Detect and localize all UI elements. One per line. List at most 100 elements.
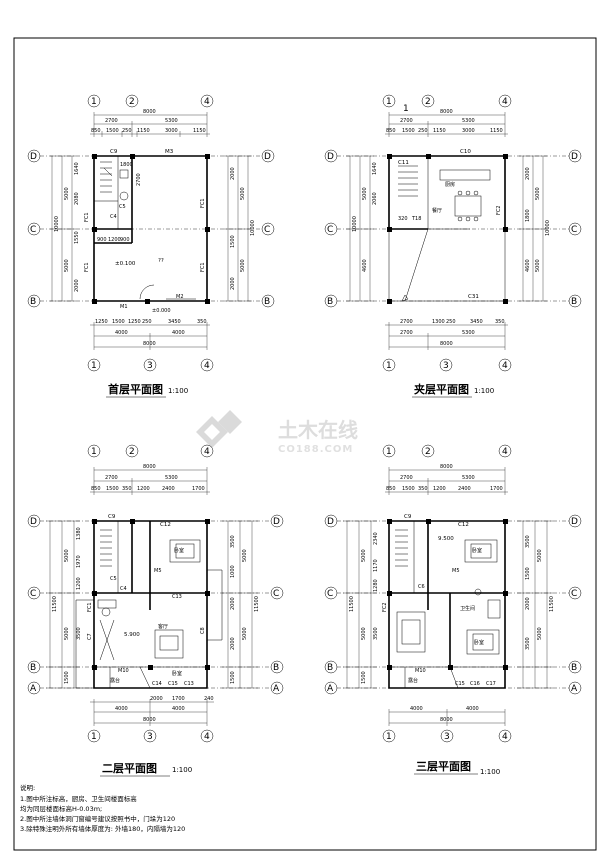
svg-text:1500: 1500 [402, 486, 415, 492]
svg-text:±0.100: ±0.100 [115, 261, 136, 267]
axis-bubbles-sides: D C B D C B [324, 149, 582, 308]
svg-text:D: D [571, 152, 578, 162]
svg-text:2700: 2700 [105, 118, 118, 124]
svg-text:B: B [571, 297, 577, 307]
svg-text:5300: 5300 [165, 118, 178, 124]
svg-text:C7: C7 [87, 633, 93, 640]
svg-text:±0.000: ±0.000 [152, 308, 171, 314]
svg-text:B: B [30, 297, 36, 307]
svg-text:C: C [264, 225, 270, 235]
svg-text:FC2: FC2 [496, 205, 502, 215]
watermark-url: CO188.COM [278, 444, 353, 455]
notes-heading: 说明: [20, 783, 35, 792]
svg-text:C9: C9 [108, 514, 116, 520]
svg-text:C8: C8 [200, 627, 206, 634]
design-notes: 说明: 1.图中所注标高，厨房、卫生间楼面标高 均为同层楼面标高H-0.03m;… [20, 783, 185, 833]
axis-bubbles-top: 1 2 4 [382, 444, 512, 458]
svg-text:8000: 8000 [143, 464, 156, 470]
svg-text:D: D [327, 517, 334, 527]
svg-text:B: B [571, 663, 577, 673]
plan-scale: 1:100 [474, 387, 494, 395]
svg-text:5000: 5000 [64, 259, 70, 272]
svg-text:5000: 5000 [64, 549, 70, 562]
svg-text:B: B [327, 297, 333, 307]
svg-text:1280: 1280 [373, 579, 379, 592]
svg-text:4000: 4000 [115, 706, 128, 712]
svg-text:10000: 10000 [54, 216, 60, 232]
svg-text:1800: 1800 [525, 209, 531, 222]
svg-text:850: 850 [386, 128, 396, 134]
walls [75, 519, 223, 689]
svg-text:5000: 5000 [242, 627, 248, 640]
svg-text:2000: 2000 [230, 277, 236, 290]
svg-text:2700: 2700 [400, 330, 413, 336]
svg-text:1150: 1150 [433, 128, 446, 134]
svg-text:2000: 2000 [150, 696, 163, 702]
plan-third-floor: 1 2 4 8000 2700 5300 850 1500 350 1200 2… [324, 444, 582, 776]
svg-text:1: 1 [386, 361, 392, 371]
svg-text:850: 850 [386, 486, 396, 492]
svg-text:1970: 1970 [76, 555, 82, 568]
svg-text:5000: 5000 [242, 549, 248, 562]
svg-text:1: 1 [91, 732, 97, 742]
svg-text:8000: 8000 [440, 341, 453, 347]
plan-ground-floor: 1 2 4 8000 2700 5300 850 1500 250 1150 3… [27, 94, 275, 398]
plan-title: 夹层平面图 [414, 382, 469, 396]
svg-text:厨房: 厨房 [445, 181, 455, 188]
svg-text:卧室: 卧室 [474, 639, 484, 646]
svg-text:C: C [327, 589, 333, 599]
svg-text:2700: 2700 [400, 118, 413, 124]
room-labels: C10 C11 厨房 餐厅 320 T18 FC2 C31 [398, 149, 502, 300]
svg-text:C: C [30, 589, 36, 599]
svg-text:2700: 2700 [105, 475, 118, 481]
plan-scale: 1:100 [480, 768, 500, 776]
watermark-brand: 土木在线 [278, 418, 358, 442]
svg-text:2700: 2700 [136, 173, 142, 186]
svg-text:C12: C12 [458, 522, 469, 528]
walls [92, 154, 210, 304]
svg-text:3: 3 [443, 361, 449, 371]
svg-text:A: A [273, 684, 280, 694]
svg-text:A: A [571, 684, 578, 694]
svg-text:250: 250 [446, 319, 456, 325]
svg-text:FC2: FC2 [382, 602, 388, 612]
svg-text:B: B [30, 663, 36, 673]
svg-text:1640: 1640 [74, 162, 80, 175]
svg-text:5.900: 5.900 [124, 632, 140, 638]
svg-text:5000: 5000 [537, 549, 543, 562]
svg-text:2000: 2000 [74, 279, 80, 292]
svg-text:5300: 5300 [165, 475, 178, 481]
svg-text:1500: 1500 [230, 671, 236, 684]
axis-bubbles-top: 1 2 4 [87, 94, 214, 108]
svg-text:客厅: 客厅 [158, 623, 168, 630]
svg-text:8000: 8000 [143, 717, 156, 723]
dims-bottom: 2700 1300 250 3450 350 2700 5300 8000 1 … [382, 319, 512, 372]
svg-text:3450: 3450 [168, 319, 181, 325]
svg-text:250: 250 [122, 128, 132, 134]
watermark: 土木在线 CO188.COM [196, 410, 358, 455]
svg-text:D: D [273, 517, 280, 527]
svg-text:4000: 4000 [410, 706, 423, 712]
svg-text:3: 3 [444, 732, 450, 742]
svg-text:C6: C6 [418, 584, 425, 590]
svg-text:D: D [30, 152, 37, 162]
svg-text:B: B [327, 663, 333, 673]
svg-text:1500: 1500 [361, 671, 367, 684]
svg-text:9.500: 9.500 [438, 536, 454, 542]
svg-text:1: 1 [386, 732, 392, 742]
svg-text:2: 2 [129, 447, 135, 457]
svg-text:M10: M10 [415, 668, 426, 674]
dims-sides: 11500 5000 5000 1500 1380 1970 1200 3500… [46, 520, 260, 689]
dims-top: 8000 2700 5300 850 1500 250 1150 3000 11… [385, 109, 508, 137]
svg-text:D: D [571, 517, 578, 527]
svg-text:1800: 1800 [120, 162, 133, 168]
svg-text:10000: 10000 [250, 220, 256, 236]
svg-text:4: 4 [204, 447, 210, 457]
walls [387, 519, 508, 689]
dims-sides: 10000 5000 4600 1640 2060 2000 1800 4600… [346, 155, 551, 302]
svg-text:卫生间: 卫生间 [460, 605, 475, 612]
svg-text:C: C [327, 225, 333, 235]
svg-text:C15: C15 [168, 681, 178, 687]
svg-text:5000: 5000 [361, 627, 367, 640]
dims-top: 8000 2700 5300 850 1500 350 1200 2400 17… [90, 464, 210, 495]
